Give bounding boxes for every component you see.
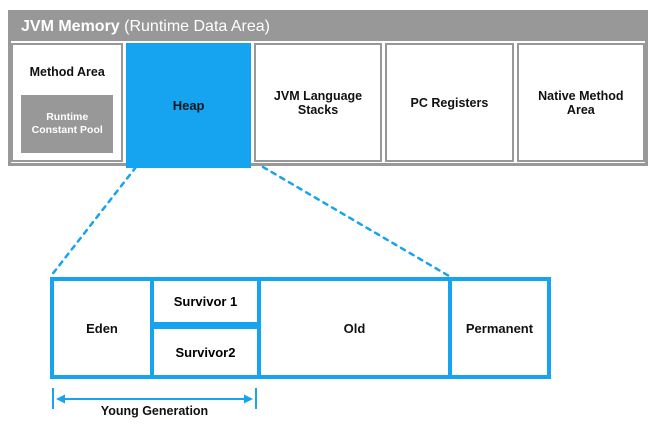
panel-title-bold: JVM Memory [21,18,120,35]
detail-cell-survivor2: Survivor2 [175,344,236,360]
cell-heap: Heap [126,43,251,168]
cell-native-method-area: Native Method Area [516,43,646,162]
heap-detail-box: Eden Survivor 1 Survivor2 Old Permanent [50,277,551,379]
method-area-label: Method Area [29,65,105,79]
dimension-arrowhead-right [244,394,253,404]
heap-zoom-dashed-line-right [261,165,451,278]
cell-pc-registers: PC Registers [385,43,514,162]
panel-title-rest: (Runtime Data Area) [119,18,270,35]
detail-cell-old: Old [261,281,452,375]
cell-jvm-language-stacks: JVM Language Stacks [253,43,383,162]
panel-title: JVM Memory (Runtime Data Area) [11,13,645,41]
runtime-data-area-cells: Method Area Runtime Constant Pool Heap J… [11,43,646,168]
jvm-memory-panel: JVM Memory (Runtime Data Area) Method Ar… [8,10,648,168]
detail-cell-permanent: Permanent [452,281,547,375]
cell-method-area: Method Area Runtime Constant Pool [11,43,124,162]
heap-zoom-dashed-line-left [49,165,138,278]
detail-cell-survivor1: Survivor 1 [173,294,238,309]
detail-cell-eden: Eden [54,281,154,375]
detail-survivor-column: Survivor 1 Survivor2 [154,281,261,375]
runtime-constant-pool-box: Runtime Constant Pool [21,95,114,153]
survivor-divider [154,322,257,329]
young-generation-label: Young Generation [100,404,209,418]
dimension-arrowhead-left [56,394,65,404]
